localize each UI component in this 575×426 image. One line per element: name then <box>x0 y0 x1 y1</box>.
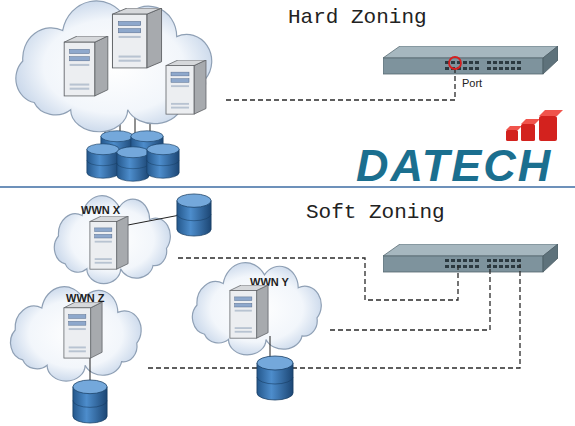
storage-cylinder <box>87 144 119 178</box>
cloud-shape <box>54 196 170 284</box>
cloud-outline <box>182 262 332 348</box>
section-heading: Soft Zoning <box>306 202 445 223</box>
fc-switch <box>383 244 558 272</box>
storage-cylinder <box>147 144 179 178</box>
wwn-cloud: WWN Y <box>182 262 332 348</box>
cloud-shape <box>11 287 142 381</box>
server-symbol <box>230 285 268 338</box>
soft-zoning-scene <box>148 244 558 368</box>
storage-cylinder <box>73 380 107 423</box>
cloud-shape <box>192 263 321 355</box>
brand-logo: DATECH <box>356 143 552 188</box>
zoning-wire <box>330 264 490 330</box>
server-symbol <box>64 36 108 96</box>
divider-line <box>0 186 575 188</box>
wwn-cloud: WWN X <box>45 195 180 277</box>
server-symbol <box>166 60 206 114</box>
host-label: WWN Z <box>66 293 104 304</box>
fc-switch <box>383 46 558 74</box>
storage-cylinder <box>117 147 149 181</box>
host-label: WWN Y <box>250 277 289 288</box>
logo-cubes <box>506 110 563 141</box>
port-marker <box>449 57 461 69</box>
storage-links <box>90 215 270 382</box>
wwn-cloud: WWN Z <box>0 286 152 374</box>
server-symbol <box>64 302 102 358</box>
port-label: Port <box>462 78 482 89</box>
storage-cylinder <box>257 356 293 400</box>
hard-zoning-scene <box>16 1 558 181</box>
section-heading: Hard Zoning <box>288 7 427 28</box>
zoning-wire <box>226 69 455 100</box>
server-cloud <box>16 1 212 132</box>
server-symbol <box>90 216 128 269</box>
host-label: WWN X <box>81 205 120 216</box>
storage-cylinder <box>177 194 211 236</box>
server-symbol <box>112 8 161 68</box>
